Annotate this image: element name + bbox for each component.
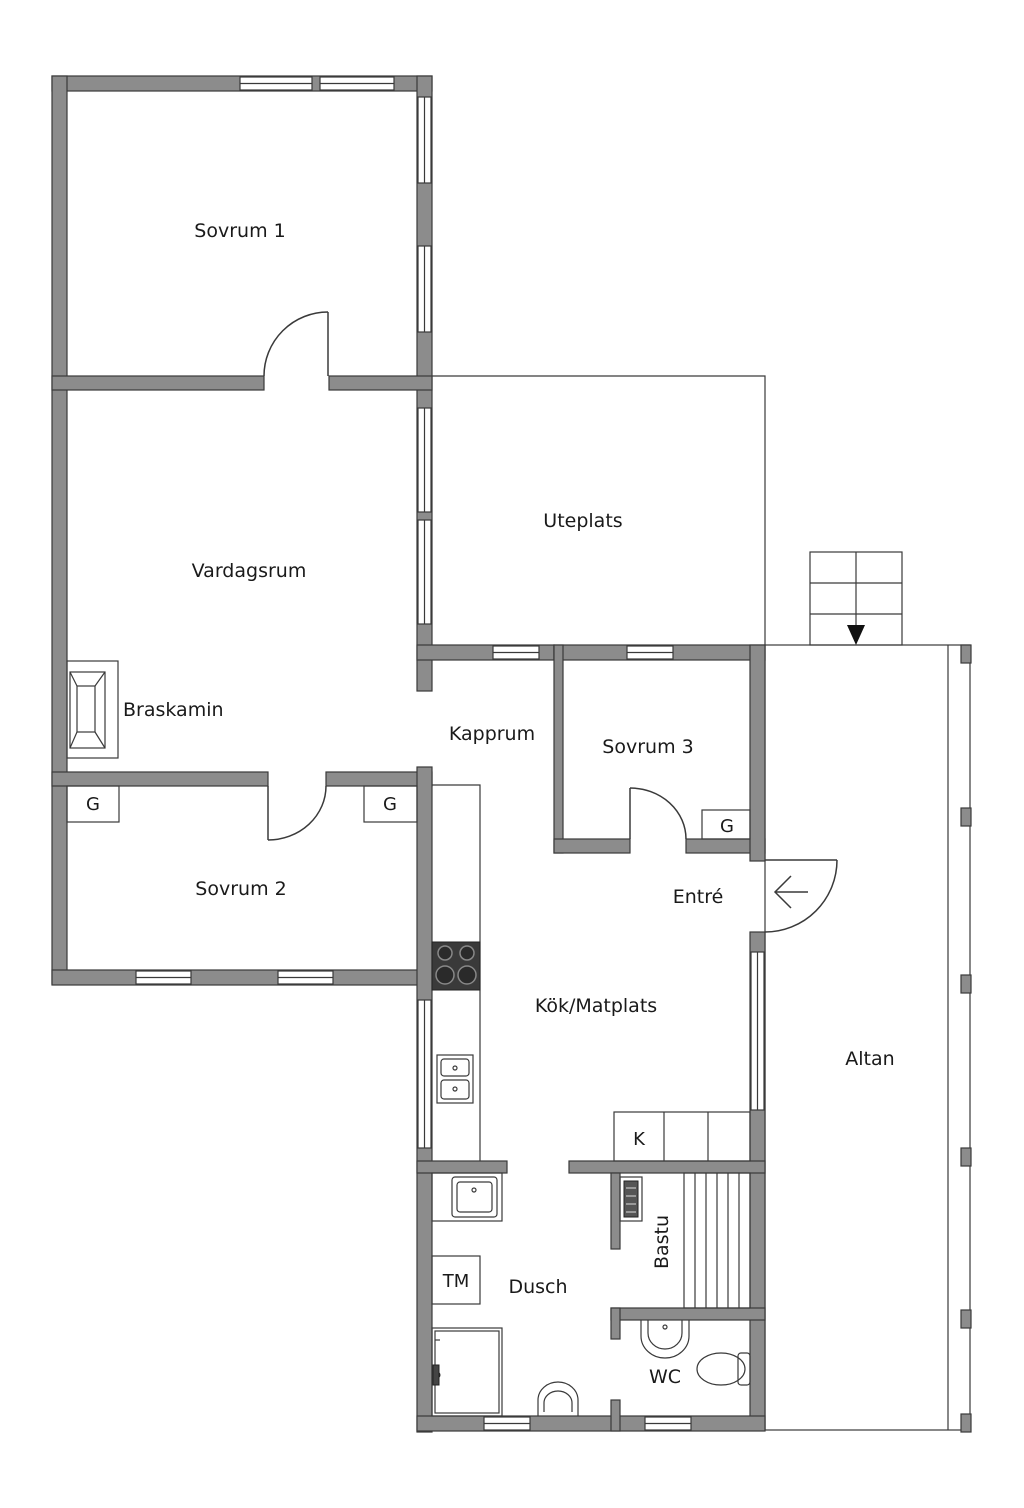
sauna-stove-icon [619,1176,643,1222]
room-label-uteplats: Uteplats [543,510,622,532]
washbasin-icon [537,1381,579,1416]
wardrobe-label-3: G [720,816,734,837]
room-label-sovrum3: Sovrum 3 [602,736,693,758]
wardrobes [66,785,751,840]
room-label-bastu: Bastu [651,1215,673,1269]
shower-icon [431,1327,503,1417]
stove-icon [431,941,481,991]
wardrobe-label-2: G [383,794,397,815]
room-label-kok: Kök/Matplats [535,995,657,1017]
windows [135,76,765,1431]
room-label-entre: Entré [673,886,724,908]
room-label-dusch: Dusch [508,1276,567,1298]
washing-machine-label: TM [442,1271,470,1292]
room-label-wc: WC [649,1366,681,1388]
sauna-bench [683,1172,751,1309]
storage-row [613,1111,751,1162]
room-label-altan: Altan [845,1048,894,1070]
kitchen-sink-icon [436,1054,474,1104]
wc-basin-icon [640,1320,690,1359]
wardrobe-label-1: G [86,794,100,815]
altan-outline [764,644,972,1433]
uteplats-outline [430,375,766,645]
kitchen-counter [432,784,481,1161]
room-label-vardagsrum: Vardagsrum [192,560,307,582]
fireplace-icon [66,660,119,759]
bathroom-sink-icon [431,1172,503,1222]
entry-arrow-icon [847,625,865,645]
toilet-icon [696,1352,751,1386]
washing-machine [431,1255,481,1305]
room-label-braskamin: Braskamin [123,699,224,721]
room-label-kapprum: Kapprum [449,723,535,745]
doors [263,311,838,933]
room-label-sovrum2: Sovrum 2 [195,878,286,900]
fridge-label: K [633,1129,646,1150]
steps [809,551,903,646]
arrow-left-icon [773,875,808,909]
room-label-sovrum1: Sovrum 1 [194,220,285,242]
